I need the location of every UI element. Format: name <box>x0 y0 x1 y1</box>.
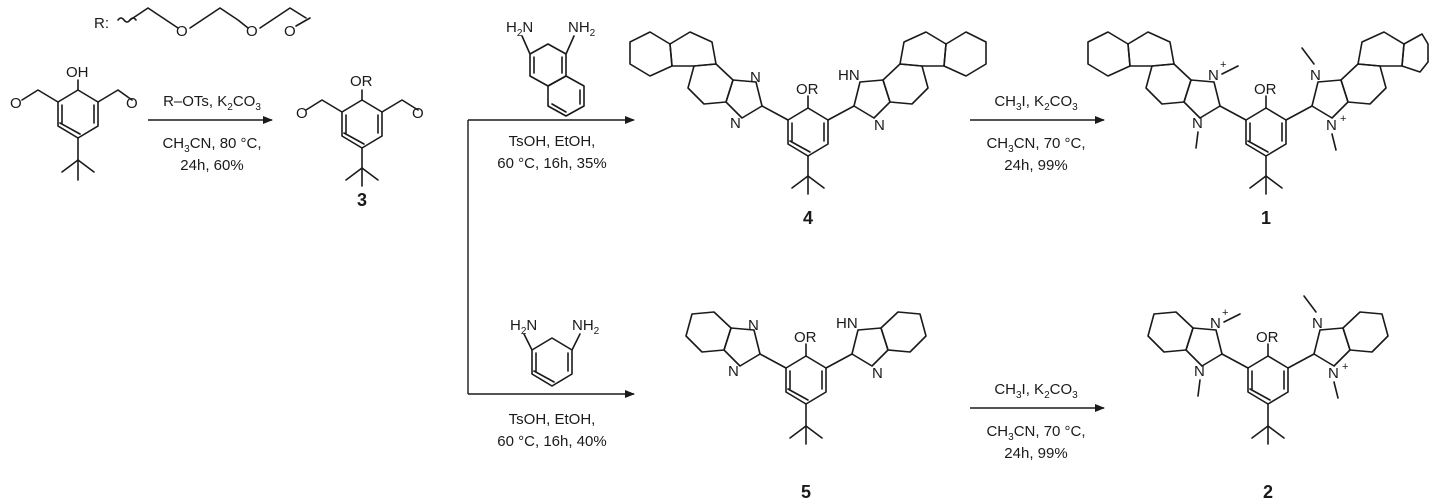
step-3-time-yield: 24h, 99% <box>1004 157 1067 174</box>
step-5-reagents: CH3I, K2CO3 <box>994 381 1078 401</box>
c5-nh-left: N <box>728 363 739 380</box>
c1-n-right: N <box>1310 67 1321 84</box>
compound-3-label: 3 <box>357 190 367 210</box>
c4-nh-left: N <box>730 115 741 132</box>
c1-n-plus-right: N <box>1326 117 1337 134</box>
sm-aldehyde-left <box>21 89 59 103</box>
c4-hn-right: HN <box>838 67 860 84</box>
c1-n-plus-left: N <box>1208 67 1219 84</box>
c2-n-left: N <box>1194 363 1205 380</box>
c2-or: OR <box>1256 329 1279 346</box>
step-3-reagents: CH3I, K2CO3 <box>994 93 1078 113</box>
r-oxygen-2: O <box>246 23 258 40</box>
step-1-reagents: R–OTs, K2CO3 <box>163 93 261 113</box>
c5-or: OR <box>794 329 817 346</box>
c1-plus-right: + <box>1340 113 1346 125</box>
r-oxygen-3: O <box>284 23 296 40</box>
c4-n-left: N <box>750 69 761 86</box>
c4-or: OR <box>796 81 819 98</box>
step-2-amine-left: H2N <box>506 19 533 39</box>
sm-benzene-ring <box>57 89 99 139</box>
peg-chain-3 <box>259 7 307 29</box>
sm-tbu <box>61 159 79 173</box>
compound-5-label: 5 <box>801 482 811 502</box>
compound-5: OR N N HN N 5 <box>685 311 927 502</box>
peg-chain-1 <box>129 7 179 29</box>
step-4-amine-left: H2N <box>510 317 537 337</box>
step-3-solvent: CH3CN, 70 °C, <box>986 135 1085 155</box>
step-1-time-yield: 24h, 60% <box>180 157 243 174</box>
c4-n-right: N <box>874 117 885 134</box>
sm-aldehyde-left-o: O <box>10 95 22 112</box>
c3-or: OR <box>350 73 373 90</box>
step-1-solvent: CH3CN, 80 °C, <box>162 135 261 155</box>
step-2: H2N NH2 TsOH, EtOH, 60 °C, 16h, 35% <box>497 19 606 172</box>
compound-1-label: 1 <box>1261 208 1271 228</box>
r-group-definition: R: O O O <box>94 7 311 40</box>
step-4-conditions-2: 60 °C, 16h, 40% <box>497 433 606 450</box>
c2-n-right: N <box>1312 315 1323 332</box>
c2-plus-right: + <box>1342 361 1348 373</box>
step-5-solvent: CH3CN, 70 °C, <box>986 423 1085 443</box>
c5-hn-right: HN <box>836 315 858 332</box>
step-4-conditions-1: TsOH, EtOH, <box>509 411 596 428</box>
step-4: H2N NH2 TsOH, EtOH, 60 °C, 16h, 40% <box>497 317 606 450</box>
step-2-conditions-2: 60 °C, 16h, 35% <box>497 155 606 172</box>
phenylenediamine-ring <box>531 337 573 387</box>
c2-n-plus-right: N <box>1328 365 1339 382</box>
sm-aldehyde-right <box>97 89 133 103</box>
step-1: R–OTs, K2CO3 CH3CN, 80 °C, 24h, 60% <box>148 93 273 174</box>
compound-4: OR N N H HN N 4 <box>629 31 987 228</box>
compound-2-label: 2 <box>1263 482 1273 502</box>
step-4-amine-right: NH2 <box>572 317 600 337</box>
r-group-label: R: <box>94 15 109 32</box>
c5-n-left: N <box>748 317 759 334</box>
c2-plus-left: + <box>1222 307 1228 319</box>
compound-3: OR O O 3 <box>296 73 424 210</box>
peg-chain-2 <box>189 7 249 29</box>
step-3: CH3I, K2CO3 CH3CN, 70 °C, 24h, 99% <box>970 93 1105 174</box>
terminal-methyl <box>295 17 311 27</box>
c5-n-right: N <box>872 365 883 382</box>
c3-aldehyde-right-o: O <box>412 105 424 122</box>
c3-aldehyde-left-o: O <box>296 105 308 122</box>
r-oxygen-1: O <box>176 23 188 40</box>
compound-4-label: 4 <box>803 208 813 228</box>
branch-arrows <box>467 116 635 398</box>
c1-n-left: N <box>1192 115 1203 132</box>
sm-hydroxyl: OH <box>66 64 89 81</box>
step-5-time-yield: 24h, 99% <box>1004 445 1067 462</box>
compound-2: OR N + N N N + 2 <box>1147 295 1389 502</box>
step-2-amine-right: NH2 <box>568 19 596 39</box>
c1-or: OR <box>1254 81 1277 98</box>
step-2-conditions-1: TsOH, EtOH, <box>509 133 596 150</box>
diaminonaphthalene-ring-2 <box>547 75 585 117</box>
c2-n-plus-left: N <box>1210 315 1221 332</box>
compound-1: OR N + N N N + 1 <box>1087 31 1429 228</box>
sm-aldehyde-right-o: O <box>126 95 138 112</box>
step-5: CH3I, K2CO3 CH3CN, 70 °C, 24h, 99% <box>970 381 1105 462</box>
starting-material: OH O O <box>10 64 138 181</box>
c1-plus-left: + <box>1220 59 1226 71</box>
